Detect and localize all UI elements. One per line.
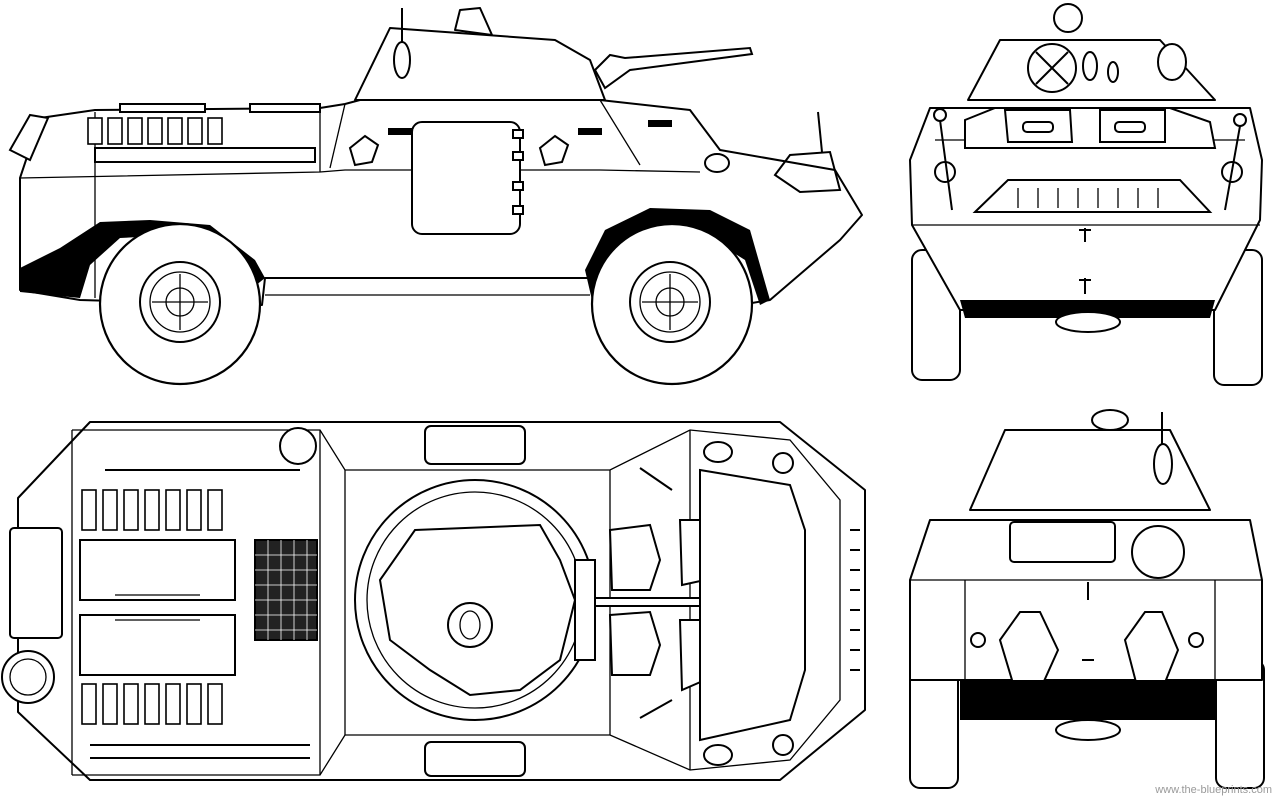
side-rear-stowage — [8, 113, 50, 162]
top-gun-mount — [574, 559, 596, 661]
top-view — [1, 421, 866, 781]
top-commander-hatch — [447, 602, 493, 648]
side-antenna-base — [393, 41, 411, 79]
credit-watermark: www.the-blueprints.com — [1155, 784, 1272, 796]
rear-underbody — [960, 680, 1215, 720]
side-turret — [354, 27, 606, 101]
top-engine-panel — [79, 539, 236, 601]
front-view — [909, 3, 1263, 386]
rear-fuel-cap — [1131, 525, 1185, 579]
top-fuel-cap — [279, 427, 317, 465]
top-driver-hatch — [608, 610, 662, 676]
side-vision-block — [348, 134, 380, 167]
front-cupola — [1053, 3, 1083, 33]
side-louvres — [87, 117, 223, 145]
side-door — [411, 121, 521, 235]
side-rear-wheel — [98, 222, 262, 386]
front-grille-slots — [1017, 188, 1159, 208]
top-front-glacis — [699, 468, 806, 742]
rear-door-plate — [1009, 521, 1116, 563]
top-rear-louvres — [81, 489, 223, 725]
side-vision-block — [538, 134, 570, 167]
rear-turret — [969, 429, 1211, 511]
side-turret-cupola — [454, 7, 493, 36]
side-front-fender — [585, 208, 770, 305]
front-grille — [972, 179, 1213, 213]
side-front-wheel — [590, 222, 754, 386]
rear-antenna-base — [1153, 443, 1173, 485]
top-side-slits — [850, 529, 860, 671]
top-driver-hatch — [608, 523, 662, 591]
side-headlight-guard — [773, 150, 842, 194]
top-engine-panel — [79, 614, 236, 676]
top-rear-stowage — [9, 527, 63, 639]
side-view — [8, 7, 863, 386]
rear-view — [909, 409, 1265, 789]
side-port — [704, 153, 730, 173]
front-glacis — [964, 107, 1217, 149]
side-machine-gun — [593, 46, 754, 90]
